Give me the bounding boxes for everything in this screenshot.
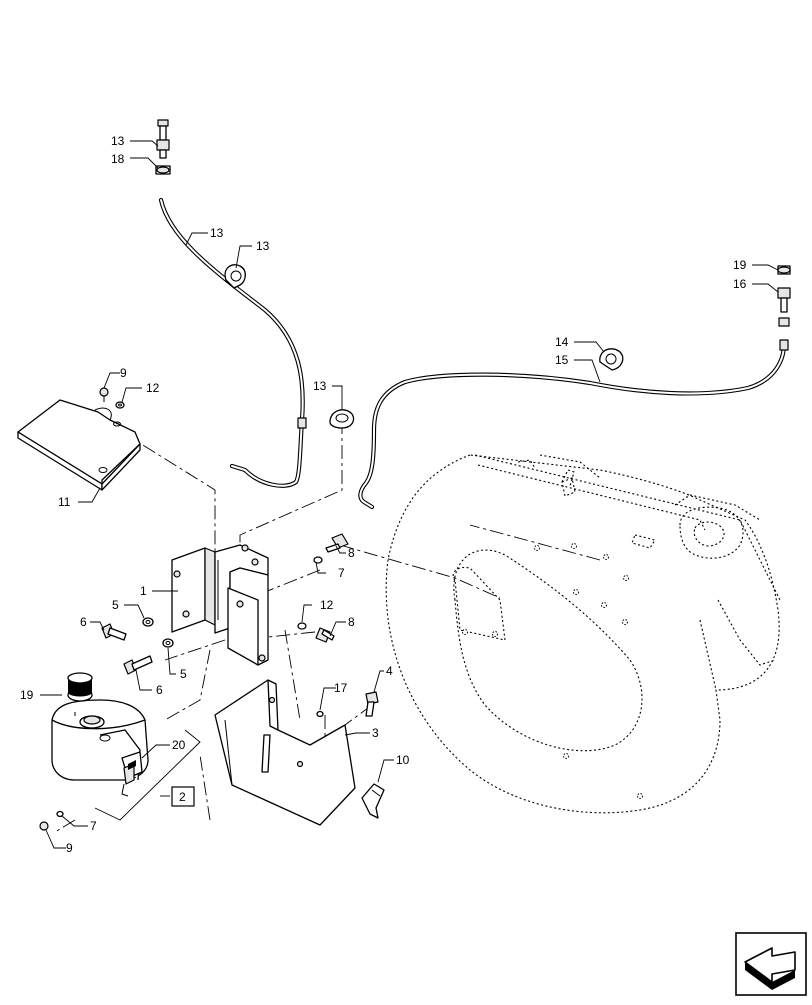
callout-16-right: 16 [733, 277, 747, 291]
nut-17 [316, 710, 324, 718]
bolt-8-upper [325, 533, 349, 553]
callout-5-upper: 5 [112, 598, 119, 612]
callout-14: 15 [555, 353, 569, 367]
clamp-13-center [329, 409, 355, 429]
callout-13-center: 13 [313, 379, 327, 393]
callout-12-upper: 12 [146, 381, 160, 395]
callout-12-lower: 12 [320, 598, 334, 612]
callout-11: 11 [58, 495, 71, 509]
fitting-16-right [777, 287, 791, 327]
washer-12-upper [115, 401, 125, 409]
bolt-8-lower [315, 627, 335, 643]
callout-18-left: 18 [111, 152, 125, 166]
callout-17: 17 [334, 681, 348, 695]
callout-2: 2 [179, 790, 186, 804]
callout-13-right: 14 [555, 335, 569, 349]
callout-19: 19 [20, 688, 34, 702]
screw-4 [365, 691, 379, 717]
reservoir-tank [51, 699, 149, 781]
callout-2-box: 2 [171, 786, 195, 807]
callout-20: 20 [172, 738, 186, 752]
shield-3 [214, 679, 356, 826]
callout-1: 1 [140, 584, 147, 598]
callout-8-upper: 8 [348, 546, 355, 560]
clamp-13-right [599, 348, 624, 371]
nut-18-right [777, 265, 791, 275]
callout-10: 10 [396, 753, 410, 767]
callout-16-left: 13 [111, 134, 125, 148]
clamp-13-upper [224, 264, 246, 289]
nut-18-left [155, 165, 171, 175]
callout-8-lower: 8 [348, 615, 355, 629]
callout-5-lower: 5 [180, 667, 187, 681]
callout-6-lower: 6 [156, 683, 163, 697]
fitting-16-left [156, 119, 170, 159]
washer-7-lower [56, 810, 64, 818]
bracket-1 [171, 544, 269, 666]
frame-housing [385, 454, 781, 814]
callout-6-upper: 6 [80, 615, 87, 629]
cap-19 [67, 672, 93, 702]
callout-9-upper: 9 [120, 366, 127, 380]
leader-lines [40, 140, 779, 849]
washer-7-upper [313, 556, 323, 564]
callout-7-lower: 7 [90, 819, 97, 833]
washer-5-lower [162, 638, 174, 648]
callout-15: 13 [210, 226, 224, 240]
callout-7-upper: 7 [338, 566, 345, 580]
callout-3: 3 [372, 726, 379, 740]
callout-4: 4 [386, 664, 393, 678]
cover-plate-11 [17, 399, 141, 491]
bolt-6-upper [101, 623, 127, 641]
bolt-6-lower [123, 655, 153, 675]
pump-20 [121, 751, 143, 797]
next-page-arrow-icon[interactable] [735, 932, 807, 996]
clip-10 [361, 783, 385, 819]
hose-14 [358, 339, 789, 510]
callout-13-upper: 13 [256, 239, 270, 253]
screw-9-lower [39, 821, 49, 831]
washer-5-upper [142, 617, 154, 627]
hose-15 [158, 197, 307, 488]
washer-12-lower [297, 622, 307, 630]
callout-18-right: 19 [733, 258, 747, 272]
assembly-centerlines [54, 420, 601, 833]
callout-labels: 13 18 13 13 19 16 14 15 13 9 12 11 1 5 6… [20, 134, 747, 855]
kit-2-outline [94, 729, 201, 821]
callout-9-lower: 9 [66, 841, 73, 855]
screw-9-upper [99, 387, 109, 402]
